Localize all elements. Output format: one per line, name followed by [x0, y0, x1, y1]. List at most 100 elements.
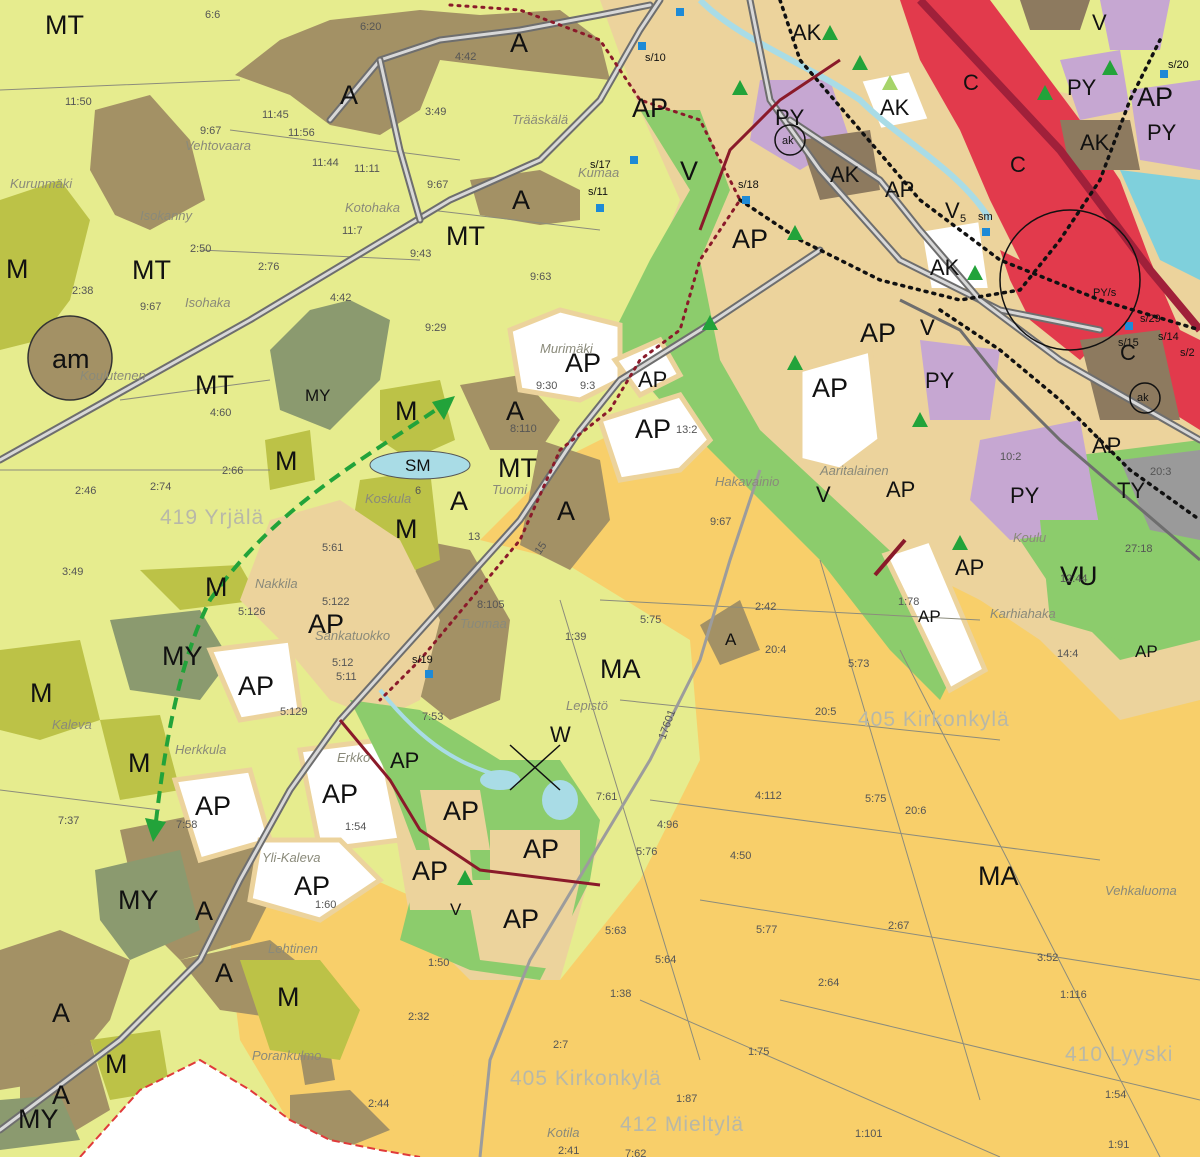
svg-text:5:64: 5:64: [655, 954, 676, 966]
svg-text:5:61: 5:61: [322, 542, 343, 554]
svg-text:3:52: 3:52: [1037, 952, 1058, 964]
svg-text:Yli-Kaleva: Yli-Kaleva: [262, 850, 321, 865]
zone-label: AK: [930, 255, 960, 280]
svg-text:9:67: 9:67: [200, 125, 221, 137]
zone-ap-tan-south-3: [405, 850, 475, 910]
zone-ap-white-3: [596, 392, 714, 483]
zone-label: PY: [925, 368, 955, 393]
zone-label: V: [816, 482, 831, 507]
zone-ap-tan-south-5: [465, 880, 580, 970]
boundary-dotted-red: [378, 3, 742, 702]
water-pond-3: [480, 770, 520, 790]
svg-text:Lehtinen: Lehtinen: [268, 941, 318, 956]
zone-a-center-2: [520, 440, 610, 570]
zone-label: AP: [308, 609, 344, 639]
road-17601: [478, 469, 762, 1157]
zone-label: AP: [412, 856, 448, 886]
zone-label: M: [395, 514, 418, 544]
svg-text:1:38: 1:38: [610, 988, 631, 1000]
svg-text:2:64: 2:64: [818, 977, 839, 989]
boundary-dotted-black-2: [738, 38, 1162, 302]
zone-label: A: [510, 28, 528, 58]
zone-label: AP: [885, 177, 914, 202]
svg-text:5:122: 5:122: [322, 596, 350, 608]
zone-label: AP: [1137, 82, 1173, 112]
svg-text:s/11: s/11: [588, 186, 608, 198]
zone-label: PY: [775, 105, 805, 130]
svg-text:1:101: 1:101: [855, 1128, 883, 1140]
svg-text:5:12: 5:12: [332, 657, 353, 669]
zone-label: M: [277, 982, 300, 1012]
svg-text:9:43: 9:43: [410, 248, 431, 260]
water-sm-pond: [369, 450, 471, 480]
zone-label: M: [128, 748, 151, 778]
large-circle-outline: [999, 209, 1141, 351]
svg-text:4:42: 4:42: [455, 51, 476, 63]
svg-text:13: 13: [468, 531, 480, 543]
svg-text:s/20: s/20: [1168, 59, 1189, 71]
svg-text:2:67: 2:67: [888, 920, 909, 932]
zone-label: AP: [638, 367, 667, 392]
svg-text:9:29: 9:29: [425, 322, 446, 334]
zone-label: AP: [860, 318, 896, 348]
svg-text:1:87: 1:87: [676, 1093, 697, 1105]
zone-label: AP: [523, 834, 559, 864]
svg-text:5:75: 5:75: [865, 793, 886, 805]
svg-text:1:116: 1:116: [1060, 989, 1087, 1001]
zone-a-north-1: [235, 10, 610, 135]
svg-text:7:37: 7:37: [58, 815, 79, 827]
zone-ap-white-4: [206, 637, 303, 723]
parcel-lines: [0, 79, 1200, 1157]
svg-text:6:6: 6:6: [205, 9, 220, 21]
zone-my-2: [110, 610, 230, 700]
svg-text:1:78: 1:78: [898, 596, 919, 608]
zone-a-south-3: [300, 1050, 335, 1085]
zone-label: A: [450, 486, 468, 516]
road-number-15: 15: [533, 540, 550, 557]
water-stream: [378, 688, 521, 782]
svg-text:ak: ak: [782, 135, 794, 147]
svg-text:5:63: 5:63: [605, 925, 626, 937]
zone-a-southwest-2: [0, 930, 130, 1090]
svg-text:11:7: 11:7: [342, 225, 363, 237]
svg-text:PY/s: PY/s: [1093, 287, 1117, 299]
ak-circle-marker-1: [774, 124, 806, 156]
svg-text:9:3: 9:3: [580, 380, 595, 392]
zone-ty: [1120, 450, 1200, 540]
zone-label: AP: [390, 748, 419, 773]
zone-label: AK: [830, 162, 860, 187]
zone-label: MA: [600, 654, 641, 684]
zone-my-3: [95, 850, 200, 960]
svg-text:s/29: s/29: [1140, 313, 1161, 325]
svg-text:9:67: 9:67: [710, 516, 731, 528]
zone-ap-white-6: [297, 737, 403, 853]
svg-text:11:44: 11:44: [312, 157, 339, 169]
svg-text:s/14: s/14: [1158, 331, 1179, 343]
svg-text:419 Yrjälä: 419 Yrjälä: [160, 506, 264, 529]
zone-py-4: [920, 340, 1000, 420]
zone-label: A: [557, 496, 575, 526]
svg-text:8:110: 8:110: [510, 423, 537, 435]
svg-text:8:105: 8:105: [477, 599, 505, 611]
svg-text:5:126: 5:126: [238, 606, 266, 618]
svg-text:Nakkila: Nakkila: [255, 576, 298, 591]
svg-text:412 Mieltylä: 412 Mieltylä: [620, 1113, 744, 1136]
svg-text:1:39: 1:39: [565, 631, 586, 643]
zone-label: M: [6, 254, 29, 284]
zone-label: MY: [305, 386, 331, 405]
zone-m-west: [0, 180, 90, 350]
svg-text:4:60: 4:60: [210, 407, 231, 419]
zone-a-west: [90, 95, 205, 230]
zone-label: M: [105, 1049, 128, 1079]
zone-m-south-1: [240, 960, 360, 1060]
boundary-dotted-black-3: [938, 308, 1200, 522]
svg-text:s/17: s/17: [590, 159, 611, 171]
zone-label: MT: [498, 453, 537, 483]
zone-label: M: [30, 678, 53, 708]
zone-label: V: [1092, 10, 1107, 35]
zone-label: PY: [1067, 75, 1097, 100]
zone-py-3: [1130, 80, 1200, 170]
zone-label: C: [1010, 152, 1026, 177]
svg-text:11:56: 11:56: [288, 127, 315, 139]
